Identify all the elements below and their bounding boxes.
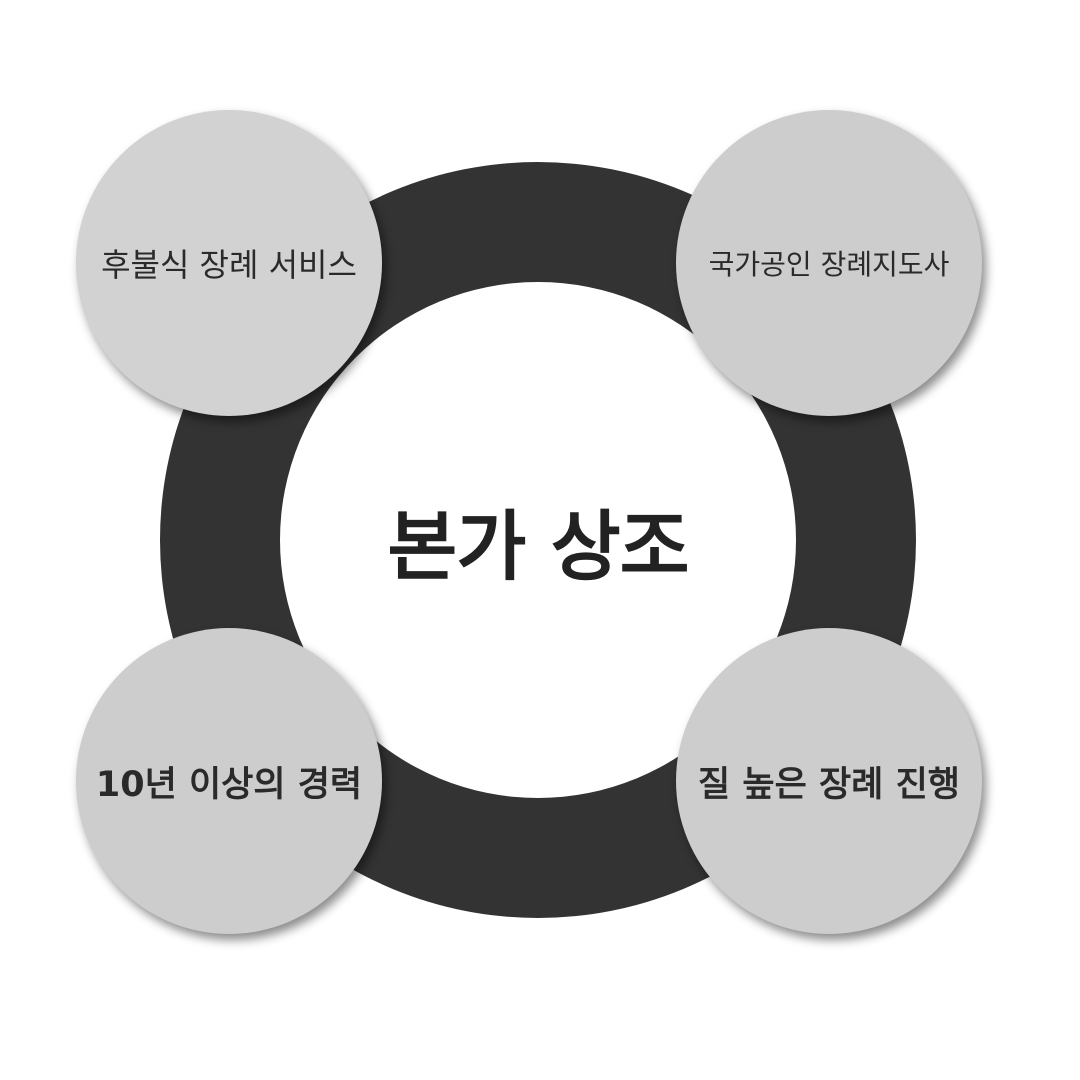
node-label-certified-director: 국가공인 장례지도사 <box>708 248 950 281</box>
node-label-deferred-payment: 후불식 장례 서비스 <box>101 246 357 284</box>
node-top-right: 국가공인 장례지도사 <box>676 110 982 416</box>
node-bottom-right: 질 높은 장례 진행 <box>676 628 982 934</box>
node-top-left: 후불식 장례 서비스 <box>76 110 382 416</box>
node-label-experience: 10년 이상의 경력 <box>95 764 363 805</box>
center-title: 본가 상조 <box>387 502 689 591</box>
node-bottom-left: 10년 이상의 경력 <box>76 628 382 934</box>
node-label-quality-service: 질 높은 장례 진행 <box>698 764 960 805</box>
